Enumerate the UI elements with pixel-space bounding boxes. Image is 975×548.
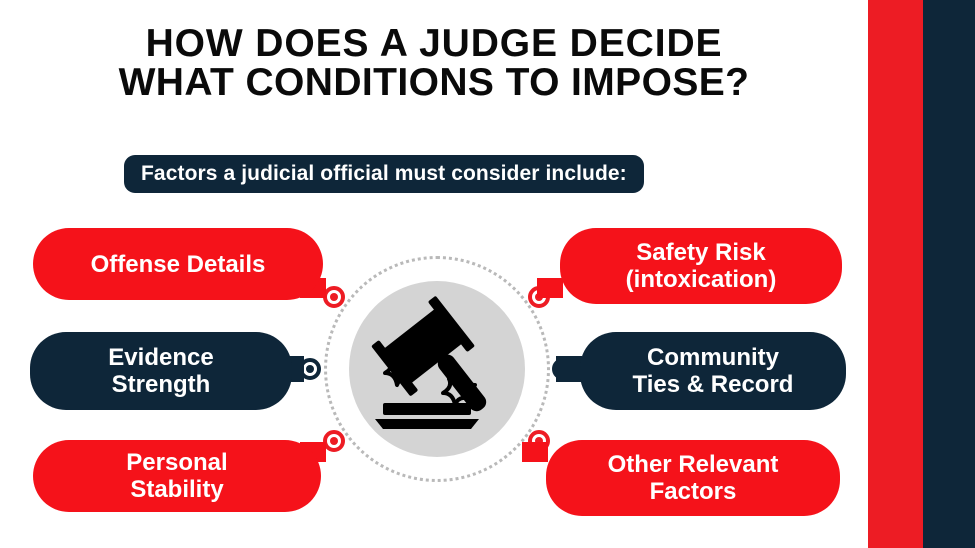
factor-label-safety-risk-line2: (intoxication) [625,266,777,293]
bubble-tail-community-ties [556,356,582,382]
factor-label-community-ties-line1: Community [646,344,779,371]
factor-bubble-safety-risk[interactable]: Safety Risk (intoxication) [560,228,842,304]
right-edge-red-stripe [868,0,923,548]
factor-label-offense-details: Offense Details [90,250,266,278]
subtitle-banner: Factors a judicial official must conside… [124,155,644,193]
factor-label-evidence-strength-line1: Evidence [108,344,214,371]
title-line-2: WHAT CONDITIONS TO IMPOSE? [118,61,750,104]
factor-label-community-ties-line2: Ties & Record [632,371,794,398]
factor-label-personal-stability-line1: Personal [126,449,228,476]
factor-label-personal-stability-line2: Stability [130,476,224,503]
factor-bubble-community-ties[interactable]: Community Ties & Record [580,332,846,410]
right-edge-navy-stripe [923,0,975,548]
factor-bubble-personal-stability[interactable]: Personal Stability [33,440,321,512]
gavel-icon [361,295,513,443]
bubble-tail-safety-risk [537,278,563,298]
marker-top-left [323,286,345,308]
subtitle-text: Factors a judicial official must conside… [141,162,627,185]
page-title: HOW DOES A JUDGE DECIDE WHAT CONDITIONS … [0,24,868,102]
factor-label-evidence-strength-line2: Strength [111,371,211,398]
factor-label-other-relevant-factors-line2: Factors [649,478,737,505]
factor-bubble-evidence-strength[interactable]: Evidence Strength [30,332,292,410]
bubble-tail-other-relevant-factors [522,442,548,462]
marker-bottom-left [323,430,345,452]
factor-bubble-offense-details[interactable]: Offense Details [33,228,323,300]
factor-bubble-other-relevant-factors[interactable]: Other Relevant Factors [546,440,840,516]
title-line-1: HOW DOES A JUDGE DECIDE [145,22,723,65]
dotted-ring [324,256,550,482]
factor-label-other-relevant-factors-line1: Other Relevant [607,451,779,478]
factor-label-safety-risk-line1: Safety Risk [636,239,766,266]
